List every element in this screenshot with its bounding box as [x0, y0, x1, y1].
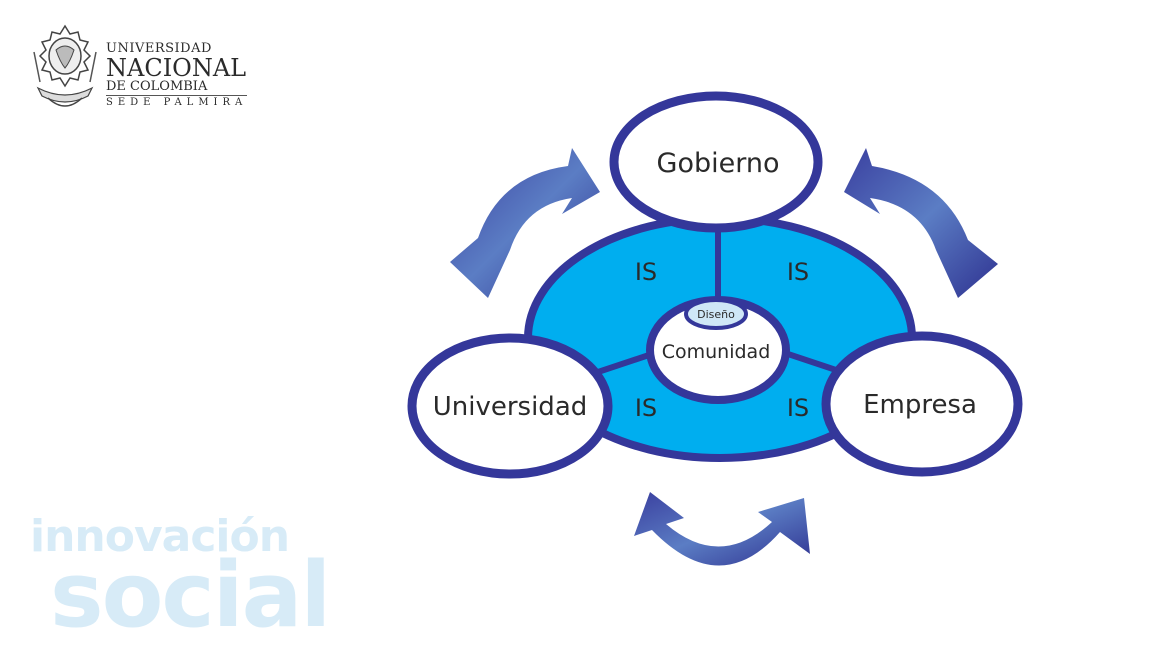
sector-label-top-left: IS: [635, 258, 657, 286]
watermark-line-1: innovación: [30, 511, 290, 562]
node-label-comunidad: Comunidad: [662, 341, 771, 363]
divider-right: [781, 349, 843, 375]
node-label-gobierno: Gobierno: [657, 148, 780, 179]
sector-label-bottom-left: IS: [635, 394, 657, 422]
arrow-right-icon: [844, 148, 998, 298]
sector-label-bottom-right: IS: [787, 394, 809, 422]
empresa-circle: [821, 331, 1023, 477]
arrow-left-icon: [450, 148, 600, 298]
university-logo: UNIVERSIDAD NACIONAL DE COLOMBIA SEDE PA…: [30, 22, 270, 122]
logo-line-3: DE COLOMBIA: [106, 80, 248, 96]
design-badge: [684, 298, 748, 330]
gobierno-circle: [609, 91, 823, 233]
logo-line-1: UNIVERSIDAD: [106, 41, 212, 56]
node-label-empresa: Empresa: [863, 390, 977, 420]
logo-line-4: SEDE PALMIRA: [106, 97, 248, 108]
node-label-universidad: Universidad: [433, 392, 588, 422]
badge-label-diseno: Diseño: [697, 308, 735, 321]
innovacion-social-watermark: innovación social: [30, 511, 331, 648]
universidad-circle: [407, 333, 613, 479]
sector-label-top-right: IS: [787, 258, 809, 286]
watermark-line-2: social: [50, 543, 331, 648]
university-name: UNIVERSIDAD NACIONAL DE COLOMBIA SEDE PA…: [106, 41, 248, 110]
university-seal-icon: [33, 24, 97, 107]
arrow-bottom-icon: [634, 492, 810, 566]
logo-line-2: NACIONAL: [106, 54, 247, 82]
